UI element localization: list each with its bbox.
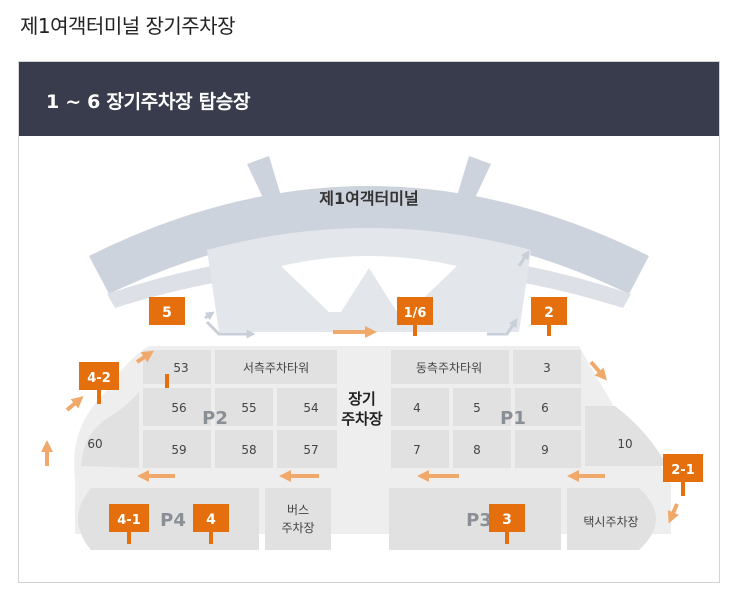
bus-stop-1-6[interactable]: 1/6	[397, 297, 433, 336]
gray-arrow-left	[205, 320, 256, 339]
zone-p4-label: P4	[160, 510, 186, 531]
block-57: 57	[303, 443, 318, 457]
bus-stop-5[interactable]: 5	[149, 297, 185, 388]
bus-stop-4-2-label: 4-2	[87, 371, 111, 386]
bus-stop-2-1[interactable]: 2-1	[663, 454, 703, 496]
parking-map-svg: 제1여객터미널	[41, 156, 703, 550]
block-5: 5	[473, 401, 481, 415]
block-53: 53	[173, 361, 188, 375]
east-parking-tower-label: 동측주차타워	[416, 361, 482, 375]
gray-arrow-right-top	[517, 250, 530, 267]
route-arrow-2	[589, 360, 607, 381]
panel-header: 1 ~ 6 장기주차장 탑승장	[19, 62, 719, 136]
bus-stop-3-label: 3	[502, 512, 512, 528]
gray-arrow-left-top	[204, 311, 215, 321]
zone-p3-label: P3	[466, 510, 492, 531]
block-54: 54	[303, 401, 318, 415]
block-10: 10	[617, 437, 632, 451]
bus-stop-1-6-label: 1/6	[404, 306, 427, 321]
block-9: 9	[541, 443, 549, 457]
block-59: 59	[171, 443, 186, 457]
terminal-label: 제1여객터미널	[319, 189, 418, 208]
route-arrow-9	[65, 396, 84, 412]
parking-map-panel: 1 ~ 6 장기주차장 탑승장 제1여객터미널	[18, 61, 720, 583]
terminal-building: 제1여객터미널	[89, 156, 649, 332]
route-arrow-3	[667, 503, 679, 524]
block-7: 7	[413, 443, 421, 457]
block-4: 4	[413, 401, 421, 415]
bus-stop-2[interactable]: 2	[531, 297, 567, 336]
block-56: 56	[171, 401, 186, 415]
block-8: 8	[473, 443, 481, 457]
panel-header-title: 1 ~ 6 장기주차장 탑승장	[46, 91, 251, 113]
zone-p1-label: P1	[500, 408, 526, 429]
taxi-parking-label: 택시주차장	[583, 515, 638, 529]
parking-blocks	[78, 350, 667, 550]
bus-stop-4-1[interactable]: 4-1	[109, 504, 149, 544]
bus-stop-4-1-label: 4-1	[117, 513, 141, 528]
bus-parking-label-1: 버스	[287, 503, 309, 517]
bus-stops: 5 1/6 2 4-2	[79, 297, 703, 544]
route-arrow-10	[135, 350, 154, 364]
gray-arrow-right	[487, 318, 518, 336]
bus-stop-2-label: 2	[544, 305, 554, 321]
bus-stop-4-2[interactable]: 4-2	[79, 362, 119, 404]
center-label-2: 주차장	[341, 410, 383, 428]
parking-map: 제1여객터미널	[19, 136, 719, 582]
block-55: 55	[241, 401, 256, 415]
west-parking-tower-label: 서측주차타워	[243, 361, 309, 375]
bus-stop-5-label: 5	[162, 305, 172, 321]
bus-stop-4-label: 4	[206, 512, 216, 528]
block-6: 6	[541, 401, 549, 415]
bus-stop-2-1-label: 2-1	[671, 463, 695, 478]
block-58: 58	[241, 443, 256, 457]
block-3: 3	[543, 361, 551, 375]
center-label-1: 장기	[348, 390, 376, 408]
block-60: 60	[87, 437, 102, 451]
bus-stop-3[interactable]: 3	[489, 504, 525, 544]
bus-stop-4[interactable]: 4	[193, 504, 229, 544]
page-title: 제1여객터미널 장기주차장	[20, 14, 235, 38]
bus-parking-label-2: 주차장	[281, 521, 314, 535]
zone-p2-label: P2	[202, 408, 228, 429]
